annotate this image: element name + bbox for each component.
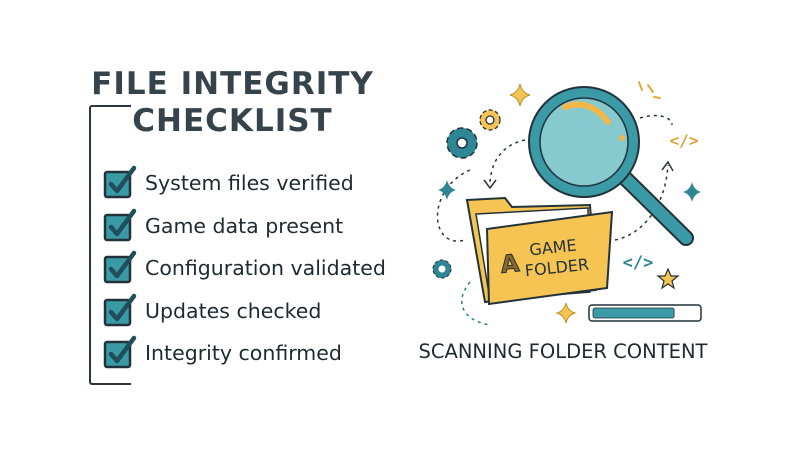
folder-icon: A GAME FOLDER [465,196,614,306]
checklist-title-line2: CHECKLIST [132,103,333,139]
gear-icon [432,259,452,279]
gear-icon [446,127,478,159]
checklist-item[interactable]: Configuration validated [103,247,386,290]
scanning-caption: SCANNING FOLDER CONTENT [418,340,708,363]
checklist-item[interactable]: Integrity confirmed [103,332,386,375]
code-icon: </> [623,253,654,273]
sparkle-icon [555,302,577,324]
dashed-arrow [614,164,669,241]
gear-icon [479,109,501,131]
checkbox-checked-icon[interactable] [103,250,139,286]
shine-rays [638,81,661,99]
dashed-arrow [489,139,526,186]
bracket-divider [89,105,131,385]
checklist-item-label: Updates checked [145,298,322,323]
game-logo: A [499,249,521,279]
checklist-item[interactable]: System files verified [103,162,386,205]
sparkle-icon [509,83,531,107]
star-icon [656,267,680,290]
checklist-item-label: Configuration validated [145,256,386,281]
progress-fill [592,307,675,319]
magnifying-glass-icon [528,86,694,246]
folder-label-line1: GAME [528,236,577,260]
code-icon: </> [670,131,699,150]
sparkle-icon [683,182,701,202]
checkbox-checked-icon[interactable] [103,293,139,329]
checklist-item-label: System files verified [145,171,354,196]
arrow-head-icon [483,179,497,190]
checkbox-checked-icon[interactable] [103,335,139,371]
arrow-head-icon [661,160,674,172]
checklist-title-line1: FILE INTEGRITY [91,66,374,102]
checklist-item-label: Game data present [145,213,344,238]
checkbox-checked-icon[interactable] [103,165,139,201]
sparkle-icon [438,180,456,200]
dashed-arrow [436,169,471,242]
checklist: System files verified Game data present … [103,162,386,375]
checklist-item[interactable]: Game data present [103,205,386,248]
progress-bar [588,304,702,322]
checkbox-checked-icon[interactable] [103,208,139,244]
checklist-item-label: Integrity confirmed [145,341,342,366]
checklist-item[interactable]: Updates checked [103,290,386,333]
